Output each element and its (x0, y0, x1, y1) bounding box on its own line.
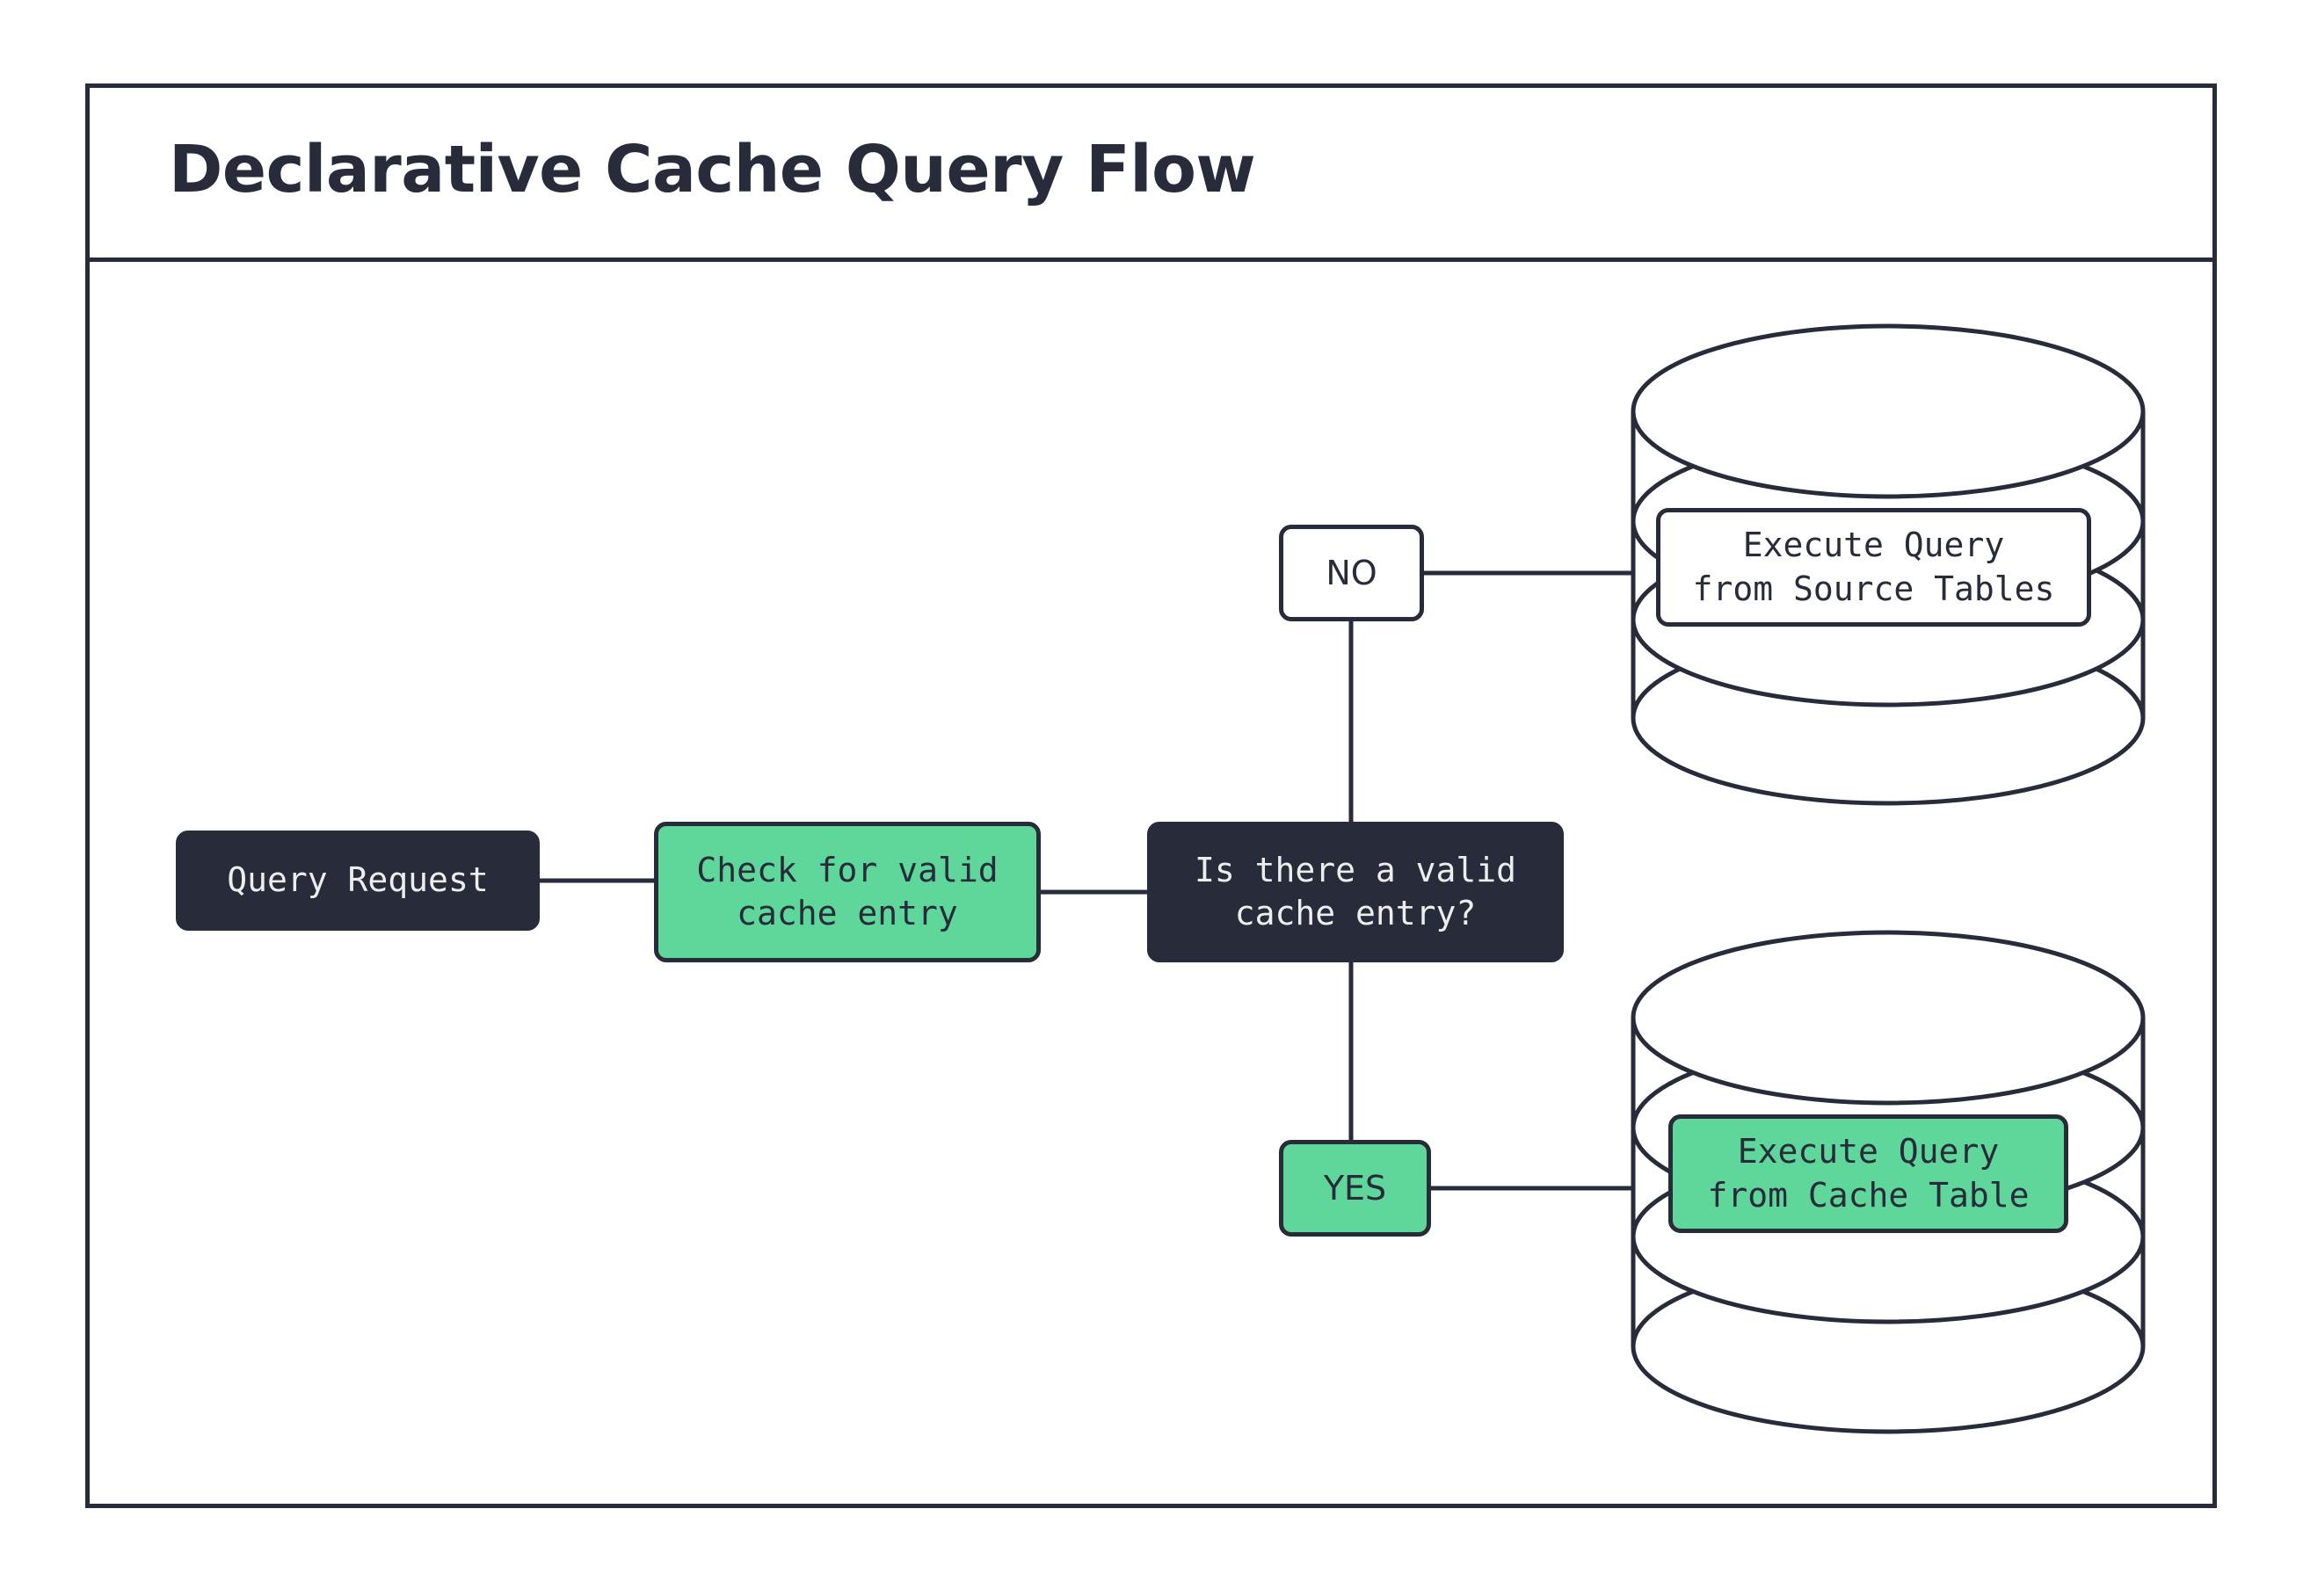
source-tables-label-text: Execute Query from Source Tables (1692, 526, 2055, 608)
node-decision-label: Is there a valid cache entry? (1194, 850, 1517, 932)
source-tables-label-box: Execute Query from Source Tables (1656, 508, 2091, 627)
node-query-request-label: Query Request (227, 860, 489, 900)
node-check-for-valid-cache-entry[interactable]: Check for valid cache entry (654, 822, 1041, 962)
diagram-frame (85, 83, 2217, 1508)
branch-label-no-text: NO (1326, 554, 1377, 592)
branch-label-yes-text: YES (1323, 1169, 1387, 1208)
diagram-header-divider (85, 83, 2217, 262)
branch-label-yes[interactable]: YES (1279, 1140, 1431, 1237)
branch-label-no[interactable]: NO (1279, 525, 1424, 621)
node-is-there-a-valid-cache-entry[interactable]: Is there a valid cache entry? (1147, 822, 1564, 962)
page-title: Declarative Cache Query Flow (169, 132, 1256, 207)
cache-table-label-box: Execute Query from Cache Table (1668, 1114, 2068, 1233)
node-check-cache-label: Check for valid cache entry (696, 850, 999, 932)
cache-table-label-text: Execute Query from Cache Table (1707, 1132, 2030, 1215)
node-query-request[interactable]: Query Request (176, 831, 540, 931)
